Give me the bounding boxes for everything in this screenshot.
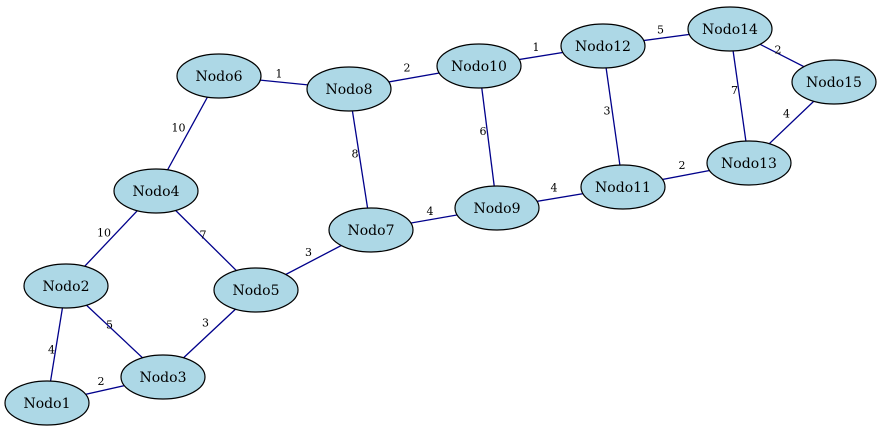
node-nodo10: Nodo10 <box>436 43 522 89</box>
edge-weight-label: 3 <box>305 246 312 259</box>
edge-weight-label: 4 <box>783 108 790 121</box>
node-label: Nodo7 <box>348 223 395 239</box>
node-nodo3: Nodo3 <box>120 354 206 400</box>
node-nodo2: Nodo2 <box>23 263 109 309</box>
edge-line <box>602 45 624 188</box>
node-label: Nodo1 <box>24 396 71 412</box>
node-label: Nodo8 <box>326 82 373 98</box>
node-nodo6: Nodo6 <box>176 53 262 99</box>
edge-weight-label: 2 <box>98 375 105 388</box>
node-ellipse <box>328 207 414 253</box>
node-ellipse <box>687 6 773 52</box>
node-label: Nodo15 <box>806 75 862 91</box>
node-label: Nodo14 <box>702 22 758 38</box>
edge-weight-label: 6 <box>480 125 487 138</box>
edge-weight-label: 3 <box>604 105 611 118</box>
node-label: Nodo4 <box>133 184 180 200</box>
edge-weight-label: 5 <box>106 319 113 332</box>
node-ellipse <box>213 267 299 313</box>
node-nodo9: Nodo9 <box>454 185 540 231</box>
node-nodo1: Nodo1 <box>4 380 90 426</box>
node-ellipse <box>113 168 199 214</box>
edge-weight-label: 5 <box>657 24 664 37</box>
node-nodo12: Nodo12 <box>560 23 646 69</box>
node-ellipse <box>436 43 522 89</box>
node-ellipse <box>791 59 877 105</box>
node-ellipse <box>580 164 666 210</box>
edge-weight-label: 2 <box>404 62 411 75</box>
node-ellipse <box>4 380 90 426</box>
edge-weight-label: 2 <box>775 44 782 57</box>
edge-weight-label: 1 <box>276 68 283 81</box>
edge-weight-label: 7 <box>731 84 738 97</box>
node-ellipse <box>23 263 109 309</box>
edge-weight-label: 3 <box>202 317 209 330</box>
node-ellipse <box>560 23 646 69</box>
node-label: Nodo5 <box>233 283 280 299</box>
edge-weight-label: 4 <box>551 182 558 195</box>
edge-weight-label: 4 <box>48 344 55 357</box>
node-nodo14: Nodo14 <box>687 6 773 52</box>
edge-weight-label: 10 <box>97 227 111 240</box>
edges-layer: 4 2 5 10 3 7 10 3 1 8 4 2 6 4 1 3 2 5 7 4 2 <box>46 24 835 404</box>
node-label: Nodo2 <box>43 279 90 295</box>
node-label: Nodo6 <box>196 69 243 85</box>
node-label: Nodo3 <box>140 370 187 386</box>
node-label: Nodo13 <box>721 156 777 172</box>
edge-weight-label: 7 <box>200 229 207 242</box>
edge-weight-label: 4 <box>427 205 434 218</box>
edge-line <box>478 65 498 209</box>
node-nodo7: Nodo7 <box>328 207 414 253</box>
node-ellipse <box>306 66 392 112</box>
node-ellipse <box>176 53 262 99</box>
edge-weight-label: 8 <box>352 148 359 161</box>
node-label: Nodo9 <box>474 201 521 217</box>
edge-nodo9-nodo10: 6 <box>478 65 498 209</box>
node-nodo8: Nodo8 <box>306 66 392 112</box>
node-nodo4: Nodo4 <box>113 168 199 214</box>
edge-weight-label: 1 <box>533 41 540 54</box>
node-label: Nodo11 <box>595 180 651 196</box>
node-ellipse <box>706 140 792 186</box>
node-nodo15: Nodo15 <box>791 59 877 105</box>
node-ellipse <box>120 354 206 400</box>
node-nodo5: Nodo5 <box>213 267 299 313</box>
node-nodo11: Nodo11 <box>580 164 666 210</box>
edge-weight-label: 2 <box>679 159 686 172</box>
node-ellipse <box>454 185 540 231</box>
edge-weight-label: 10 <box>172 122 186 135</box>
node-nodo13: Nodo13 <box>706 140 792 186</box>
edge-nodo7-nodo8: 8 <box>348 88 372 231</box>
edge-line <box>348 88 372 231</box>
node-label: Nodo12 <box>575 39 631 55</box>
edge-nodo11-nodo12: 3 <box>602 45 624 188</box>
node-label: Nodo10 <box>451 59 507 75</box>
